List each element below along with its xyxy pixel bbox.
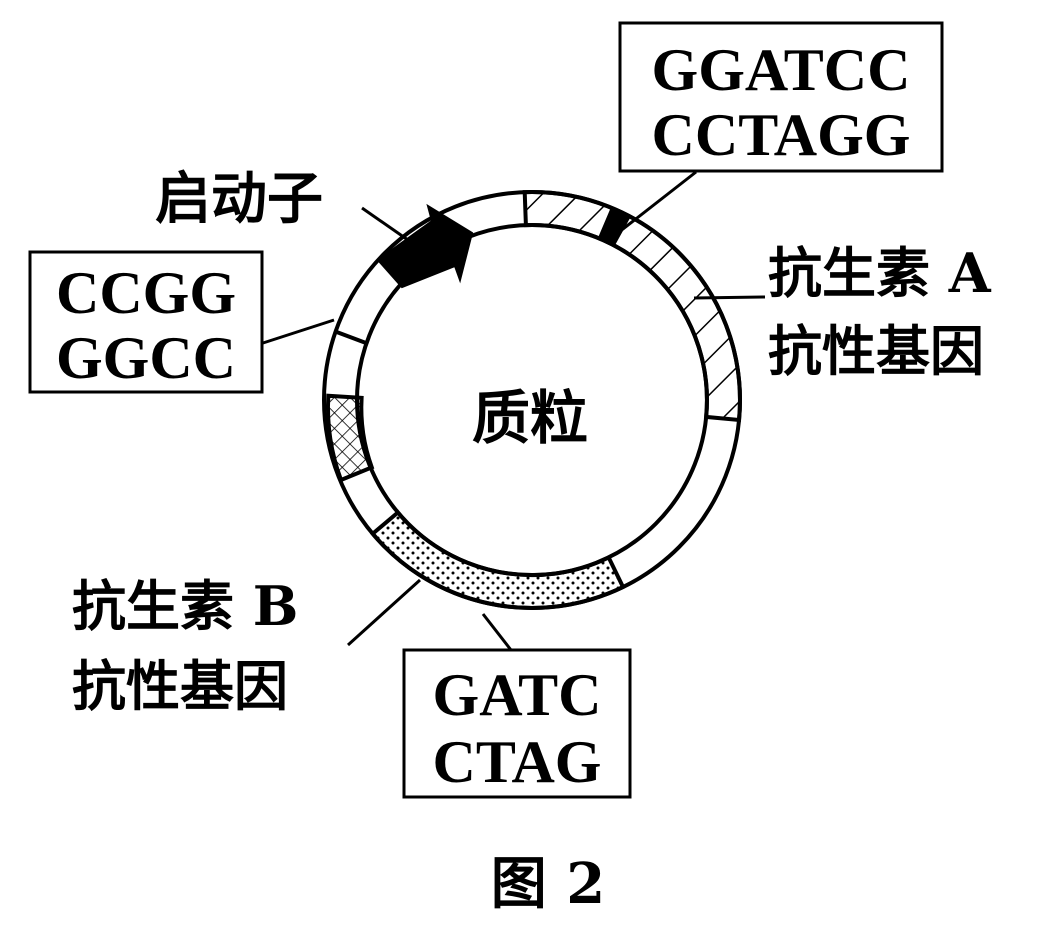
antibiotic-b-label-line2: 抗性基因: [72, 654, 288, 718]
bamhi-bottom-sequence: CCTAGG: [652, 102, 911, 168]
antibiotic-b-label-line1: 抗生素 B: [72, 574, 298, 638]
mboi-site-box: [402, 648, 632, 799]
hpaii-bottom-sequence: GGCC: [56, 325, 236, 391]
hpaii-top-sequence: CCGG: [56, 260, 236, 326]
promoter-arrow: [376, 203, 474, 289]
plasmid-center-label: 质粒: [472, 384, 588, 452]
leader-lines: [262, 170, 766, 651]
promoter-label: 启动子: [155, 166, 323, 232]
mboi-bottom-sequence: CTAG: [433, 729, 602, 795]
antibiotic-a-label-line2: 抗性基因: [768, 319, 984, 383]
antibiotic-a-label-line1: 抗生素 A: [768, 241, 992, 305]
figure-caption: 图 2: [491, 851, 605, 917]
crosshatch-segment: [325, 393, 375, 483]
bamhi-site-marker: [597, 206, 632, 247]
bamhi-site-box: [618, 21, 944, 173]
mboi-top-sequence: GATC: [433, 662, 602, 728]
hpaii-site-box: [28, 250, 264, 394]
bamhi-top-sequence: GGATCC: [652, 37, 911, 103]
antibiotic-b-gene-segment: [369, 509, 626, 610]
hpaii-site-marker: [333, 329, 367, 345]
